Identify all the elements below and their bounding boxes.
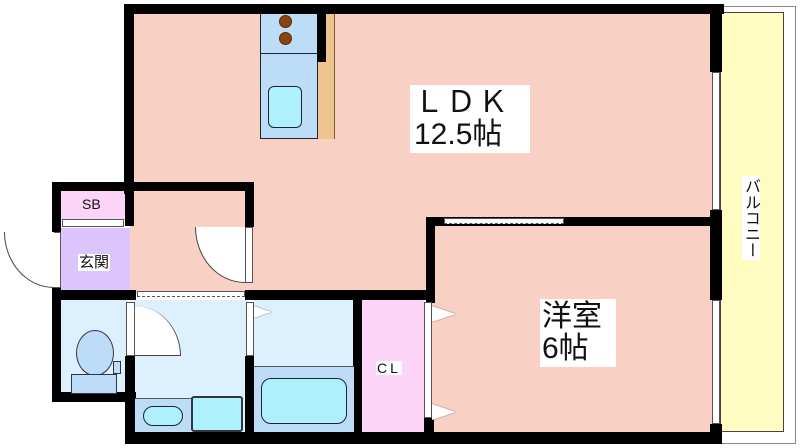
wall-kitchen-partition [317, 12, 326, 62]
bath-door-fold-icon [254, 306, 272, 318]
western-room-label: 洋室 6帖 [540, 299, 616, 367]
sliding-door-western[interactable] [444, 218, 564, 224]
wall-hall-right [245, 182, 254, 227]
wall-right-top [710, 4, 722, 72]
shoe-box-area [60, 190, 125, 220]
wall-bath-right [353, 290, 362, 444]
wall-wash-right [245, 356, 254, 444]
wall-bottom [125, 432, 722, 444]
stove-burner-icon [279, 32, 292, 45]
wall-closet-right-bottom [424, 418, 434, 438]
wall-right-mid [710, 210, 722, 300]
toilet-tank-icon [71, 374, 117, 394]
wall-left-ldk [124, 4, 134, 194]
entrance-front-door[interactable] [53, 232, 61, 288]
washing-machine-icon [191, 396, 243, 432]
entrance-door-swing-icon [4, 232, 54, 288]
stove-burner-icon [279, 15, 292, 28]
wall-western-left [426, 217, 435, 303]
ldk-size: 12.5帖 [414, 118, 503, 151]
vanity-basin-icon [143, 406, 183, 426]
wall-toilet-right [125, 356, 135, 444]
wall-western-top [426, 217, 720, 226]
balcony-label: バルコニー [742, 176, 761, 260]
wall-mid-horizontal [52, 290, 136, 300]
bathtub-icon [261, 378, 347, 424]
toilet-bowl-icon [76, 330, 114, 376]
sb-door[interactable] [62, 219, 124, 227]
kitchen-sink-icon [268, 86, 302, 128]
toilet-door[interactable] [126, 302, 135, 356]
wall-entrance-left [52, 182, 61, 232]
ldk-label: ＬＤＫ 12.5帖 [410, 85, 530, 153]
ldk-name: ＬＤＫ [414, 86, 510, 119]
wall-sb-right [125, 182, 134, 226]
closet-label: CL [376, 360, 402, 376]
closet-fold-icon-top [432, 306, 456, 322]
toilet-paper-icon [113, 361, 121, 374]
western-room-size: 6帖 [542, 332, 589, 365]
hall-door[interactable] [245, 227, 253, 283]
western-room-name: 洋室 [542, 300, 602, 333]
balcony-window-ldk[interactable] [712, 72, 720, 210]
wall-mid-horizontal-2 [245, 290, 435, 300]
shoe-box-label: SB [82, 196, 101, 212]
closet-fold-icon-bottom [432, 404, 456, 420]
sliding-door-washroom[interactable] [137, 291, 245, 297]
entrance-label: 玄関 [78, 253, 111, 271]
closet-door[interactable] [424, 302, 432, 418]
wall-toilet-bottom [52, 392, 136, 402]
wall-entrance-top [52, 182, 254, 191]
balcony-window-western[interactable] [712, 300, 720, 424]
bath-door[interactable] [246, 302, 254, 356]
wall-toilet-left [52, 290, 61, 402]
wall-top [124, 4, 724, 14]
